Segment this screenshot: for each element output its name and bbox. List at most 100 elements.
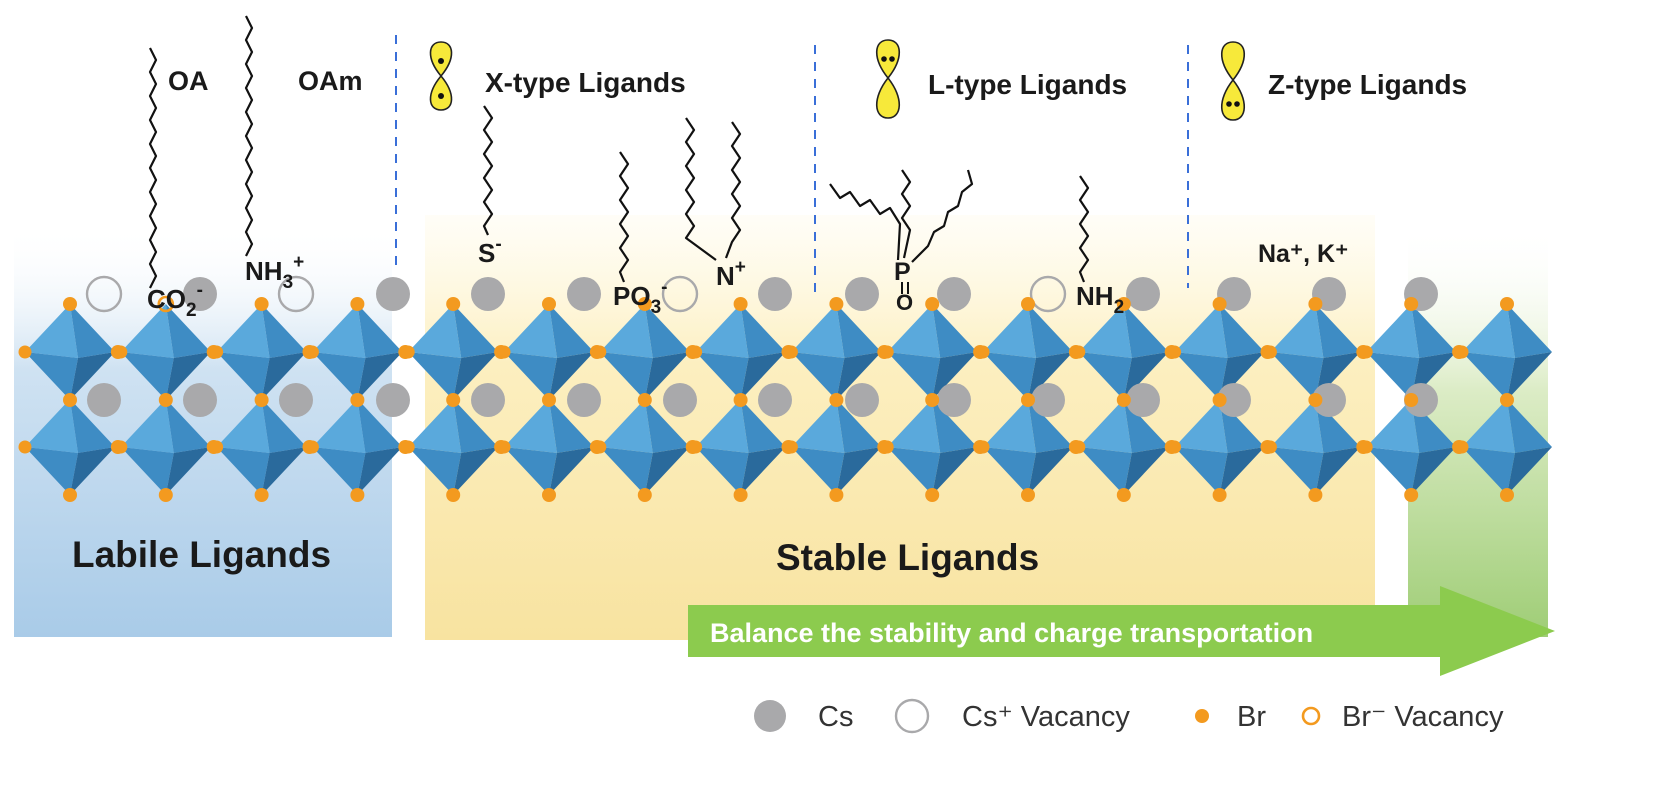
legend-br-vacancy-label: Br⁻ Vacancy [1342,701,1504,733]
octahedron-face [120,352,174,400]
octahedron-face [261,304,307,358]
br-atom [784,345,798,359]
quaternary-ammonium-label: N+ [716,257,746,291]
octahedron-face [695,304,749,358]
br-atom [1404,297,1419,311]
octahedron-face [887,304,941,358]
br-atom [1021,393,1035,407]
br-atom [733,393,748,407]
phosphonate-label: PO3- [613,277,667,318]
octahedron-face [120,447,174,495]
octahedron-face [1078,304,1132,358]
octahedron-face [983,352,1036,400]
octahedron-face [453,447,499,495]
br-atom [976,345,990,359]
octahedron-face [695,352,749,400]
br-atom [637,297,652,311]
octahedron-face [504,399,557,453]
br-atom [1021,297,1035,311]
octahedron-face [1462,447,1515,495]
br-atom [254,393,269,407]
cs-vacancy [1029,275,1067,313]
octahedron-face [644,352,690,400]
octahedron-face [312,352,366,400]
octahedron-face [25,399,78,453]
br-atom [497,345,511,359]
br-atom [1500,393,1514,407]
br-atom [1168,345,1182,359]
labile-ligands-title: Labile Ligands [72,534,331,575]
octahedron-face [408,399,462,453]
octahedron-face [695,399,749,453]
x-type-lobe-icon [429,41,453,111]
oa-chain [148,47,158,289]
octahedron-face [1174,304,1228,358]
phosphorus-label: P [894,258,911,286]
br-atom [497,440,511,454]
cs-atom [845,383,879,417]
octahedron-face [120,399,174,453]
br-atom [305,345,319,359]
br-atom [880,440,894,454]
octahedron-face [25,447,78,495]
legend: Cs Cs⁺ Vacancy Br Br⁻ Vacancy [754,698,1504,734]
ammonium-chain-1 [684,117,717,261]
br-atom [784,440,798,454]
octahedron-face [1366,352,1420,400]
br-atom [1263,345,1277,359]
br-atom [210,345,224,359]
br-atom [63,393,77,407]
octahedron-face [1315,447,1361,495]
l-type-lobe-icon [875,39,901,119]
octahedron-face [983,447,1036,495]
octahedron-face [1507,304,1552,358]
br-atom [976,440,990,454]
br-atom [114,440,128,454]
oam-chain [244,15,254,257]
octahedron-face [791,447,845,495]
br-atom [1500,297,1514,311]
br-atom [1308,297,1323,311]
octahedron-face [70,447,115,495]
br-atom [63,297,77,311]
octahedron-face [1078,399,1132,453]
br-atom [1263,440,1277,454]
br-atom [1212,297,1227,311]
octahedron-face [216,352,270,400]
cs-atom [663,383,697,417]
ammonium-chain-2 [724,121,742,259]
br-atom [350,297,365,311]
br-atom [542,488,556,502]
br-atom [158,488,173,502]
octahedron-face [599,352,653,400]
cs-atom [567,277,601,311]
br-atom [114,345,128,359]
br-atom [1404,393,1419,407]
metal-ion-label: Na⁺, K⁺ [1258,240,1348,268]
octahedron-face [408,352,462,400]
br-atom [1168,440,1182,454]
br-vacancy [157,295,175,313]
thiolate-label: S- [478,234,502,268]
br-atom [254,488,269,502]
br-atom [1072,440,1086,454]
octahedron-face [644,447,690,495]
octahedron-face [599,447,653,495]
cs-atom [845,277,879,311]
cs-vacancy [277,275,315,313]
oa-label: OA [168,66,209,96]
octahedron-face [165,352,211,400]
cs-atom [1126,277,1160,311]
carboxylate-label: CO2- [147,280,203,321]
octahedron-face [1366,447,1420,495]
octahedron-face [312,399,366,453]
octahedron-face [740,399,786,453]
octahedron-face [791,399,845,453]
br-atom [1308,393,1323,407]
cs-atom [758,277,792,311]
octahedron-face [165,304,211,358]
br-atom [446,393,461,407]
octahedron-face [25,304,78,358]
octahedron-face [932,447,978,495]
octahedron-face [1270,352,1324,400]
